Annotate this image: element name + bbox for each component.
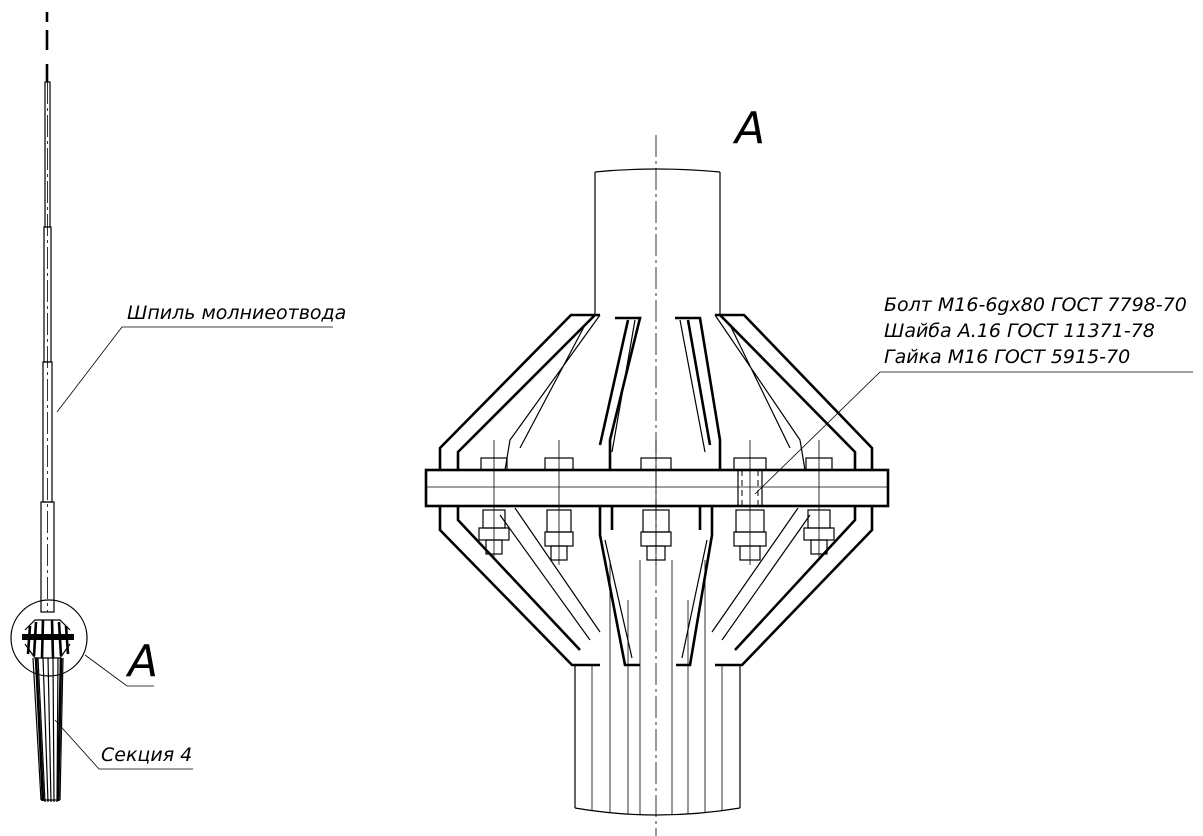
bolt-1	[478, 440, 510, 560]
detail-leader	[84, 654, 154, 687]
detail-title: A	[732, 103, 765, 154]
spire-leader	[56, 326, 333, 413]
bolt-5	[803, 440, 835, 560]
bolt-3	[640, 440, 672, 565]
fastener-line-3: Гайка М16 ГОСТ 5915-70	[884, 346, 1130, 368]
mast-overview: Шпиль молниеотвода A Секция 4	[10, 12, 346, 803]
section-4-body	[32, 657, 64, 803]
detail-circle	[10, 599, 88, 677]
flange-node-small	[22, 619, 74, 659]
fastener-leader	[754, 371, 1193, 495]
fastener-line-1: Болт М16-6gx80 ГОСТ 7798-70	[884, 294, 1187, 316]
upper-gussets	[438, 313, 874, 471]
lower-tube	[574, 560, 741, 816]
section-leader	[54, 719, 193, 770]
bolt-4	[733, 440, 767, 565]
lower-gussets	[438, 506, 874, 667]
flange-bolts	[478, 440, 835, 565]
detail-a-view: A	[424, 103, 1193, 836]
spire-label: Шпиль молниеотвода	[127, 302, 346, 324]
fastener-line-2: Шайба А.16 ГОСТ 11371-78	[884, 320, 1155, 342]
detail-mark-label: A	[125, 636, 158, 687]
upper-tube	[594, 168, 721, 315]
bolt-2	[544, 440, 574, 565]
section-label: Секция 4	[101, 744, 192, 766]
